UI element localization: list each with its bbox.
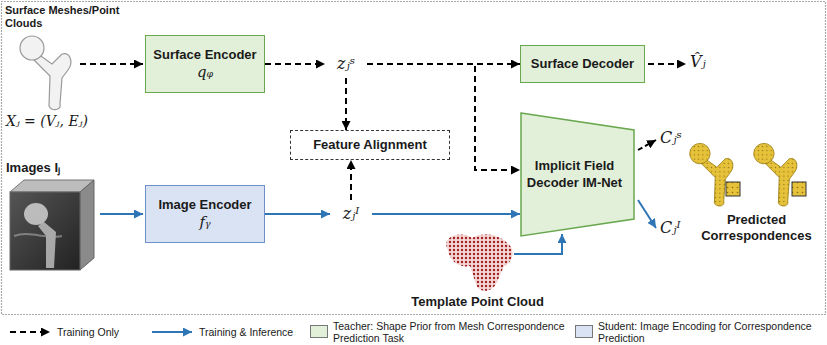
encoder-box: Surface Encoderqᵩ — [145, 35, 265, 93]
predicted-femur — [754, 143, 797, 206]
node-title: Feature Alignment — [313, 137, 427, 153]
node-title: zⱼˢ — [337, 54, 355, 74]
flow-connector — [345, 78, 347, 130]
node-symbol: fᵧ — [199, 213, 210, 232]
legend-line — [10, 331, 50, 333]
node-title: Surface Decoder — [531, 56, 634, 72]
node-title: Surface Encoder — [153, 47, 256, 63]
latent-code: zⱼˢ — [325, 50, 367, 78]
math-label: V̂ⱼ — [690, 52, 730, 71]
legend-item: Student: Image Encoding for Corresponden… — [575, 319, 823, 344]
node-title: Implicit Field Decoder IM-Net — [526, 158, 623, 191]
flow-connector — [372, 213, 520, 215]
legend-swatch — [310, 325, 328, 338]
zoom-inset — [792, 182, 806, 196]
legend-item: Training & Inference — [150, 319, 305, 344]
input-label: Surface Meshes/Point Clouds — [5, 4, 145, 30]
template-arrow — [514, 234, 562, 254]
output-arrow — [638, 140, 656, 150]
legend-text: Student: Image Encoding for Corresponden… — [598, 320, 823, 344]
legend-item: Teacher: Shape Prior from Mesh Correspon… — [310, 319, 565, 344]
frame-border — [2, 2, 826, 315]
input-arrow — [100, 213, 143, 215]
math-label: Cⱼᴵ — [660, 218, 690, 237]
input-arrow — [80, 63, 143, 65]
node-symbol: qᵩ — [197, 63, 213, 82]
output-label: Predicted Correspondences — [690, 212, 823, 243]
decoder-box: Surface Decoder — [520, 45, 645, 83]
legend-swatch — [575, 325, 593, 338]
template-label: Template Point Cloud — [385, 294, 570, 310]
node-title: Image Encoder — [158, 197, 251, 213]
image-volume — [10, 180, 94, 270]
node-title: zⱼᴵ — [343, 204, 360, 224]
flow-connector — [265, 213, 330, 215]
output-arrow — [648, 63, 686, 65]
legend-line — [152, 331, 192, 333]
math-label: Cⱼˢ — [660, 128, 690, 147]
legend-text: Training & Inference — [199, 326, 293, 338]
encoder-box: Image Encoderfᵧ — [145, 185, 265, 243]
legend-text: Teacher: Shape Prior from Mesh Correspon… — [333, 320, 565, 344]
legend-text: Training Only — [57, 326, 119, 338]
math-label: Xⱼ = (Vⱼ, Eⱼ) — [6, 113, 136, 130]
alignment-box: Feature Alignment — [290, 130, 450, 160]
zoom-inset — [726, 182, 740, 196]
output-arrow — [638, 200, 656, 228]
trapezoid-shape — [521, 113, 634, 236]
femur-mesh — [20, 36, 71, 110]
legend-line-sample — [150, 326, 194, 338]
legend-line-sample — [8, 326, 52, 338]
flow-connector — [265, 63, 325, 65]
legend-item: Training Only — [8, 319, 148, 344]
template-point-cloud — [446, 234, 512, 290]
input-label: Images Iⱼ — [6, 160, 126, 176]
flow-connector — [350, 160, 352, 200]
latent-code: zⱼᴵ — [330, 200, 372, 228]
predicted-femur — [690, 143, 733, 206]
decoder-trapezoid: Implicit Field Decoder IM-Net — [520, 112, 635, 237]
